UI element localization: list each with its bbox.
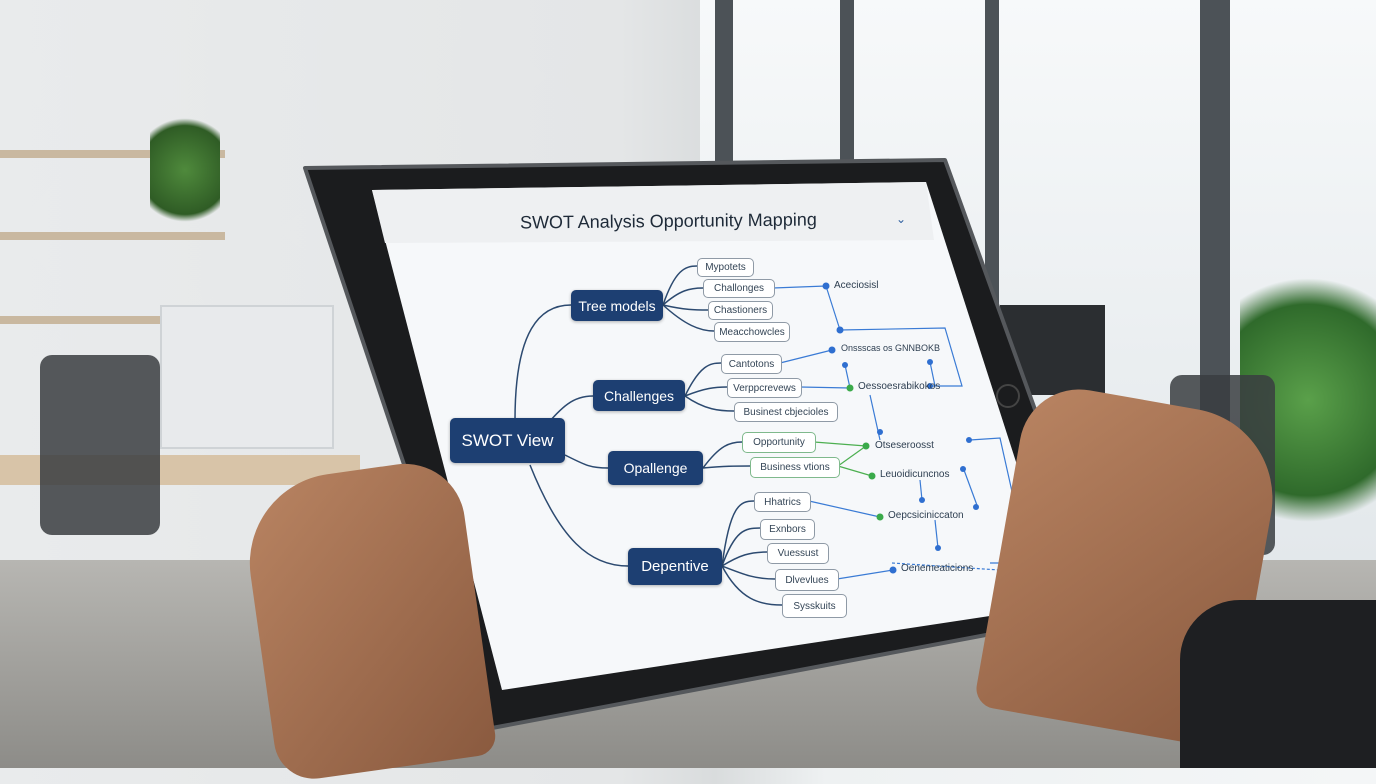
branch-node[interactable]: Depentive xyxy=(628,548,722,585)
app-title: SWOT Analysis Opportunity Mapping xyxy=(519,209,817,233)
office-chair xyxy=(40,355,160,535)
tablet-screen xyxy=(372,182,1062,690)
green-links xyxy=(813,441,873,477)
branch-node[interactable]: Challenges xyxy=(593,380,685,411)
sleeve xyxy=(1180,600,1376,768)
outcome-label: Otseseroosst xyxy=(875,440,934,451)
bookshelf xyxy=(0,316,225,324)
bookshelf xyxy=(0,150,225,158)
screen-header xyxy=(372,182,934,243)
plant xyxy=(150,105,220,235)
root-node[interactable]: SWOT View xyxy=(450,418,565,463)
leaf-node[interactable]: Challonges xyxy=(703,279,775,298)
leaf-node[interactable]: Dlvevlues xyxy=(775,569,839,591)
left-hand xyxy=(238,456,498,784)
outcome-label: Oenemeaticions xyxy=(901,563,974,574)
leaf-node[interactable]: Hhatrics xyxy=(754,492,811,512)
outcome-label: Oessoesrabikokos xyxy=(858,381,941,392)
monitor xyxy=(160,305,334,449)
leaf-node[interactable]: Chastioners xyxy=(708,301,773,320)
leaf-node[interactable]: Opportunity xyxy=(742,432,816,453)
leaf-node[interactable]: Mypotets xyxy=(697,258,754,277)
outcome-label: Aceciosisl xyxy=(834,280,879,291)
tablet xyxy=(303,158,1110,730)
chevron-down-icon[interactable]: ⌄ xyxy=(896,212,907,226)
leaf-node[interactable]: Businest cbjecioles xyxy=(734,402,838,422)
bookshelf xyxy=(0,232,225,240)
leaf-node[interactable]: Sysskuits xyxy=(782,594,847,618)
branch-node[interactable]: Tree models xyxy=(571,290,663,321)
leaf-node[interactable]: Vuessust xyxy=(767,543,829,564)
branch-node[interactable]: Opallenge xyxy=(608,451,703,485)
home-button[interactable] xyxy=(996,384,1020,408)
leaf-node[interactable]: Verppcrevews xyxy=(727,378,802,398)
link-dots xyxy=(822,282,979,574)
leaf-node[interactable]: Cantotons xyxy=(721,354,782,374)
leaf-node[interactable]: Meacchowcles xyxy=(714,322,790,342)
leaf-node[interactable]: Exnbors xyxy=(760,519,815,540)
outcome-label: Onssscas os GNNBOKB xyxy=(841,343,941,353)
outcome-label: Oepcsiciniccaton xyxy=(888,510,964,521)
outcome-label: Leuoidicuncnos xyxy=(880,469,950,480)
leaf-node[interactable]: Business vtions xyxy=(750,457,840,478)
